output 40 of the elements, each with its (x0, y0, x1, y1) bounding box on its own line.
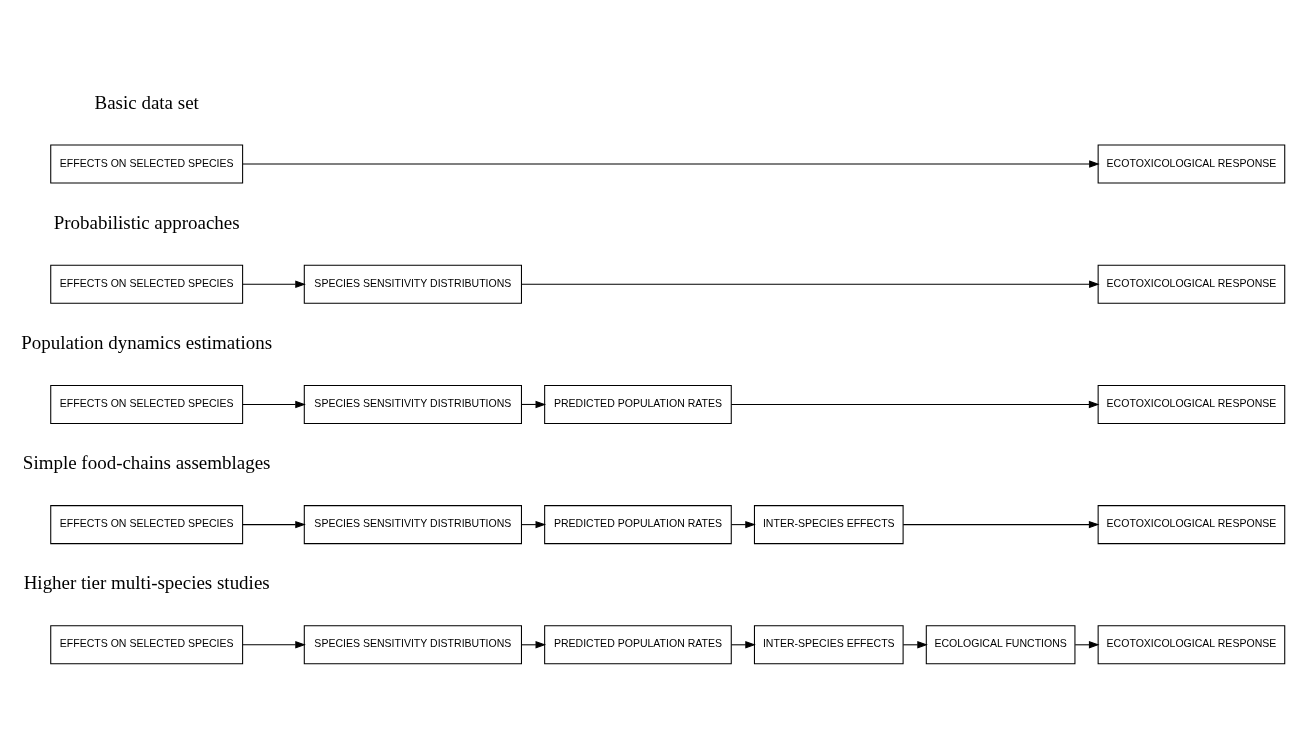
node-box: PREDICTED POPULATION RATES (544, 624, 732, 664)
arrow (730, 400, 1100, 408)
arrow (902, 640, 928, 648)
node-box: EFFECTS ON SELECTED SPECIES (50, 504, 244, 544)
node-box: EFFECTS ON SELECTED SPECIES (50, 384, 244, 424)
arrow (1074, 640, 1100, 648)
label: Probabilistic approaches (53, 211, 240, 233)
node-box: SPECIES SENSITIVITY DISTRIBUTIONS (303, 504, 522, 544)
node-box: SPECIES SENSITIVITY DISTRIBUTIONS (303, 624, 522, 664)
arrow (902, 520, 1100, 528)
node-box: INTER-SPECIES EFFECTS (753, 624, 904, 664)
arrow (520, 640, 547, 648)
node-box: SPECIES SENSITIVITY DISTRIBUTIONS (303, 384, 522, 424)
node-box: ECOTOXICOLOGICAL RESPONSE (1097, 264, 1286, 304)
node-box: EFFECTS ON SELECTED SPECIES (50, 264, 244, 304)
node-box: EFFECTS ON SELECTED SPECIES (50, 624, 244, 664)
arrow (242, 159, 1100, 168)
node-box: ECOTOXICOLOGICAL RESPONSE (1097, 144, 1286, 184)
node-box: EFFECTS ON SELECTED SPECIES (50, 144, 244, 184)
arrow (520, 520, 547, 528)
node-box: INTER-SPECIES EFFECTS (753, 504, 904, 544)
arrow (242, 640, 306, 648)
arrow (730, 520, 756, 528)
label: Population dynamics estimations (21, 331, 273, 353)
arrow (520, 280, 1100, 288)
node-box: ECOTOXICOLOGICAL RESPONSE (1097, 504, 1286, 544)
node-box: ECOTOXICOLOGICAL RESPONSE (1097, 624, 1286, 664)
label: Simple food-chains assemblages (22, 451, 271, 473)
arrow (242, 400, 306, 408)
arrow (730, 640, 756, 648)
label: Higher tier multi-species studies (23, 571, 270, 593)
label: Basic data set (94, 91, 199, 113)
arrow (242, 280, 306, 288)
arrow (520, 400, 547, 408)
node-box: SPECIES SENSITIVITY DISTRIBUTIONS (303, 264, 522, 304)
node-box: ECOLOGICAL FUNCTIONS (925, 624, 1076, 664)
node-box: PREDICTED POPULATION RATES (544, 384, 732, 424)
node-box: PREDICTED POPULATION RATES (544, 504, 732, 544)
node-box: ECOTOXICOLOGICAL RESPONSE (1097, 384, 1286, 424)
arrow (242, 520, 306, 528)
